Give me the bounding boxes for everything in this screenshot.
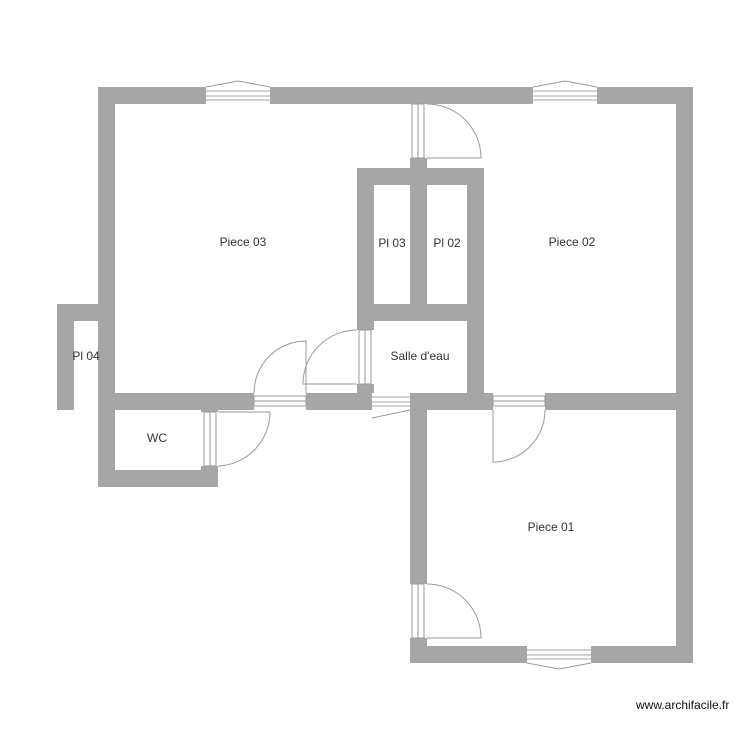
doors <box>201 103 546 639</box>
wall-placard-bottom <box>357 304 484 321</box>
wall-pl04-left <box>57 304 74 410</box>
door-wc <box>201 411 271 467</box>
windows <box>205 80 598 670</box>
watermark: www.archifacile.fr <box>636 698 730 712</box>
door-piece01-left <box>410 583 482 639</box>
room-label-wc: WC <box>147 431 167 445</box>
door-piece01-top <box>492 393 546 463</box>
room-label-piece-01: Piece 01 <box>528 520 575 534</box>
wall-right <box>676 87 693 663</box>
room-label-pl-04: Pl 04 <box>72 349 100 363</box>
room-labels: Piece 03 Piece 02 Piece 01 Pl 03 Pl 02 P… <box>72 235 595 534</box>
door-hall-opening <box>371 393 411 419</box>
door-salle-deau <box>302 329 374 385</box>
door-piece03 <box>253 340 307 410</box>
wall-placard-right <box>467 168 484 410</box>
wall-top <box>98 87 693 104</box>
window-top-left <box>205 80 271 104</box>
wall-left <box>98 87 115 487</box>
walls <box>57 87 693 663</box>
window-top-right <box>532 80 598 104</box>
door-piece02 <box>410 103 482 159</box>
wall-wc-bottom <box>98 470 218 487</box>
room-label-pl-02: Pl 02 <box>433 236 461 250</box>
room-label-piece-02: Piece 02 <box>549 235 596 249</box>
room-label-piece-03: Piece 03 <box>220 235 267 249</box>
room-label-pl-03: Pl 03 <box>378 236 406 250</box>
window-bottom <box>526 646 592 670</box>
room-label-salle-deau: Salle d'eau <box>390 349 449 363</box>
